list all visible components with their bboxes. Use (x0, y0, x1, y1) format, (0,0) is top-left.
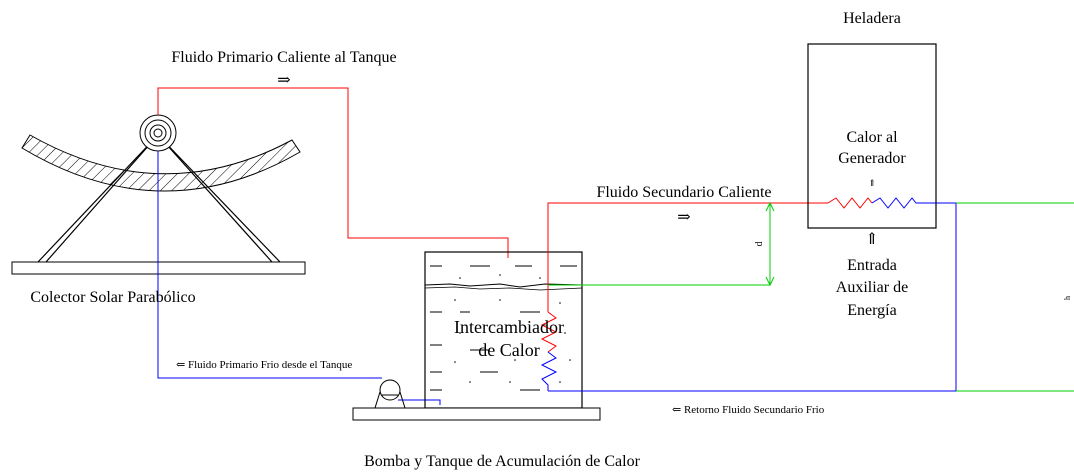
primary-hot-label: Fluido Primario Caliente al Tanque (171, 49, 396, 66)
generator-coil-hot (827, 197, 873, 209)
tank-coil-cold (540, 351, 558, 391)
primary-cold-pipe (157, 151, 382, 379)
secondary-cold-return (548, 203, 957, 392)
heladera-box (807, 43, 937, 229)
energy-up-arrow: ⇑ (865, 231, 878, 248)
tank-coil-hot (540, 311, 558, 353)
primary-cold-label: ⇐ Fluido Primario Frio desde el Tanque (176, 359, 352, 371)
primary-hot-arrow: ⇒ (277, 72, 290, 89)
secondary-hot-pipe (547, 202, 828, 312)
energia-label: Energía (847, 302, 896, 319)
auxiliar-label: Auxiliar de (836, 279, 908, 296)
generator-up-arrow: ⇑ (868, 178, 876, 188)
secondary-hot-arrow: ⇒ (677, 209, 690, 226)
bomba-tanque-label: Bomba y Tanque de Acumulación de Calor (364, 453, 641, 470)
pump (374, 379, 406, 409)
level-indicators (548, 201, 1074, 392)
primary-hot-pipe (157, 87, 509, 258)
secondary-hot-label: Fluido Secundario Caliente (596, 184, 771, 201)
generator-coil-cold (871, 197, 956, 209)
entrada-label: Entrada (847, 257, 897, 274)
height-h-label: h (1063, 296, 1072, 300)
collector-label: Colector Solar Parabólico (30, 289, 195, 306)
distance-d-label: d (754, 242, 765, 247)
collector-trough (21, 134, 301, 192)
de-calor-label: de Calor (478, 340, 539, 360)
storage-tank (352, 251, 601, 421)
secondary-cold-label: ⇐ Retorno Fluido Secundario Frio (672, 404, 825, 416)
calor-al-label: Calor al (846, 129, 898, 146)
intercambiador-label: Intercambiador (454, 317, 564, 337)
generador-label: Generador (838, 150, 906, 167)
heladera-label: Heladera (843, 10, 901, 27)
